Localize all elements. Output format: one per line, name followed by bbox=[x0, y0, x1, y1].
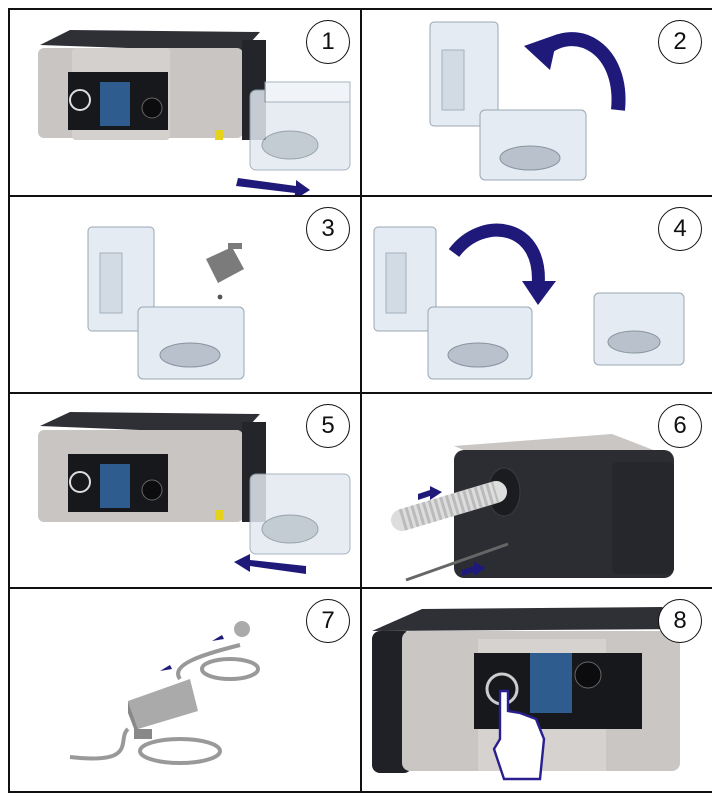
instruction-grid: 1 2 3 bbox=[8, 8, 712, 793]
step-number-badge: 7 bbox=[306, 599, 350, 643]
step-number-badge: 8 bbox=[658, 599, 702, 643]
device-insert-tank-illustration bbox=[38, 412, 351, 555]
step-6-panel: 6 bbox=[362, 394, 712, 589]
step-3-panel: 3 bbox=[10, 197, 362, 394]
step-8-panel: 8 bbox=[362, 589, 712, 791]
open-tank-illustration bbox=[429, 21, 587, 181]
device-front-power-illustration bbox=[372, 607, 690, 781]
step-1-panel: 1 bbox=[10, 10, 362, 197]
power-supply-illustration bbox=[69, 621, 260, 765]
water-tank bbox=[249, 81, 351, 171]
curved-arrow-right-icon bbox=[448, 223, 556, 305]
close-tank-illustration bbox=[373, 226, 685, 380]
curved-arrow-left-icon bbox=[524, 32, 626, 111]
device-with-tank-illustration bbox=[38, 30, 351, 171]
step-number-badge: 1 bbox=[306, 20, 350, 64]
fill-water-illustration bbox=[87, 226, 245, 380]
step-number-badge: 2 bbox=[658, 20, 702, 64]
step-5-panel: 5 bbox=[10, 394, 362, 589]
step-number-badge: 6 bbox=[658, 404, 702, 448]
water-pitcher-icon bbox=[206, 243, 244, 300]
step-4-panel: 4 bbox=[362, 197, 712, 394]
arrow-left-icon bbox=[234, 554, 306, 574]
device-back-connections-illustration bbox=[391, 434, 674, 582]
step-number-badge: 4 bbox=[658, 207, 702, 251]
step-number-badge: 3 bbox=[306, 207, 350, 251]
step-7-panel: 7 bbox=[10, 589, 362, 791]
step-2-panel: 2 bbox=[362, 10, 712, 197]
step-number-badge: 5 bbox=[306, 404, 350, 448]
arrow-right-icon bbox=[236, 178, 310, 195]
